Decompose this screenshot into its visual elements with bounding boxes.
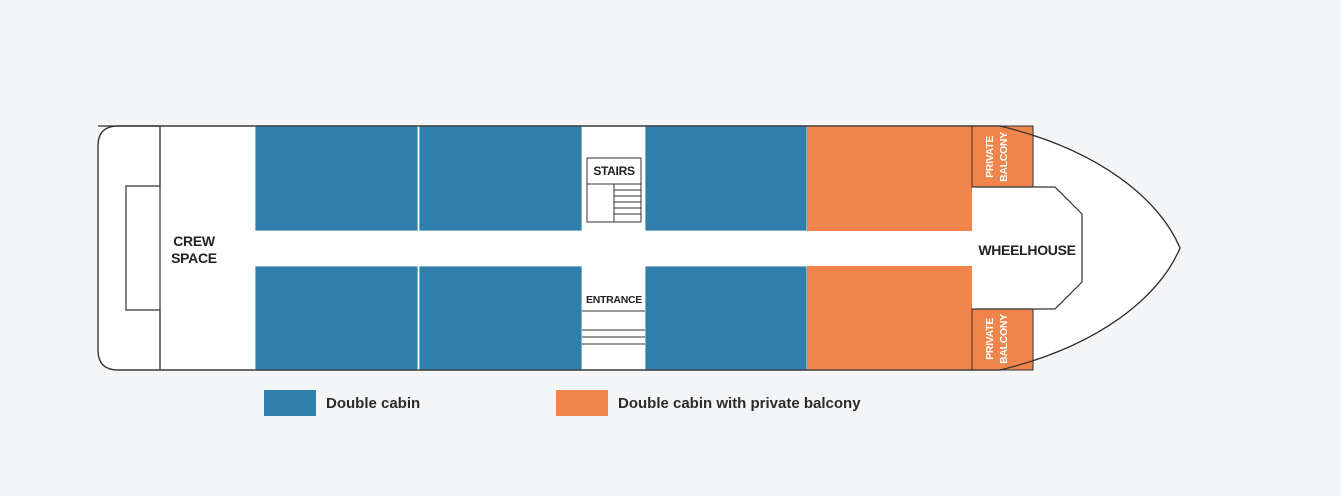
double-cabin-top-1[interactable] bbox=[254, 125, 419, 232]
wheelhouse-label: WHEELHOUSE bbox=[978, 242, 1075, 258]
double-cabin-bottom-2[interactable] bbox=[418, 265, 583, 371]
private-balcony-top-label-2: BALCONY bbox=[998, 132, 1010, 182]
balcony-cabin-bottom[interactable] bbox=[807, 266, 972, 370]
double-cabin-bottom-1[interactable] bbox=[254, 265, 419, 371]
legend-swatch-double-cabin bbox=[264, 390, 316, 416]
legend-label-double-cabin: Double cabin bbox=[326, 394, 421, 412]
private-balcony-top-label: PRIVATE bbox=[984, 136, 996, 178]
double-cabin-top-2[interactable] bbox=[418, 125, 583, 232]
legend-swatch-balcony-cabin bbox=[556, 390, 608, 416]
legend-balcony-cabin: Double cabin with private balcony bbox=[556, 390, 861, 416]
crew-space-label: CREW bbox=[173, 233, 216, 249]
double-cabin-top-3[interactable] bbox=[644, 125, 808, 232]
private-balcony-bottom bbox=[971, 308, 1034, 371]
legend-double-cabin: Double cabin bbox=[264, 390, 420, 416]
hull-outline-stroke bbox=[97, 125, 1181, 371]
stairs-steps bbox=[614, 189, 641, 215]
entrance-label: ENTRANCE bbox=[586, 294, 642, 306]
legend-label-balcony-cabin: Double cabin with private balcony bbox=[618, 394, 861, 412]
crew-space-label-2: SPACE bbox=[171, 250, 217, 266]
private-balcony-bottom-label: PRIVATE bbox=[984, 318, 996, 360]
wheelhouse bbox=[972, 186, 1083, 310]
double-cabin-bottom-3[interactable] bbox=[644, 265, 808, 371]
stairs-label: STAIRS bbox=[593, 164, 635, 178]
corridor bbox=[255, 231, 972, 266]
entrance-steps bbox=[582, 310, 645, 345]
balcony-cabin-top[interactable] bbox=[807, 126, 972, 231]
private-balcony-top bbox=[971, 125, 1034, 188]
private-balcony-bottom-label-2: BALCONY bbox=[998, 314, 1010, 364]
